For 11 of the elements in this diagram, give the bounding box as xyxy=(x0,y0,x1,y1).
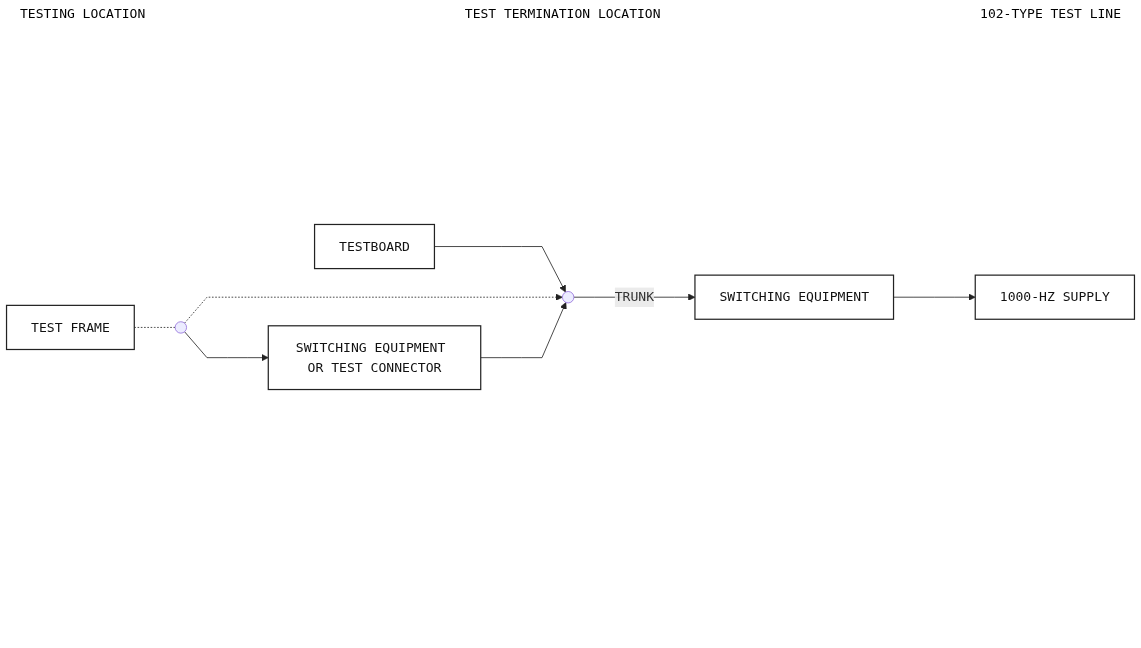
node-box: SWITCHING EQUIPMENT OR TEST CONNECTOR xyxy=(267,325,482,391)
node-jack xyxy=(174,321,187,334)
node-box: TESTBOARD xyxy=(313,223,436,270)
node-jack xyxy=(562,291,575,304)
diagram-note: TEST TERMINATION LOCATION xyxy=(464,6,661,21)
diagram-note: 102-TYPE TEST LINE xyxy=(980,6,1121,21)
node-box: 1000-HZ SUPPLY xyxy=(974,274,1136,320)
edge-label: TRUNK xyxy=(614,289,655,305)
node-box: TEST FRAME xyxy=(5,304,135,351)
node-box: SWITCHING EQUIPMENT xyxy=(694,274,895,320)
diagram-note: TESTING LOCATION xyxy=(20,6,146,21)
